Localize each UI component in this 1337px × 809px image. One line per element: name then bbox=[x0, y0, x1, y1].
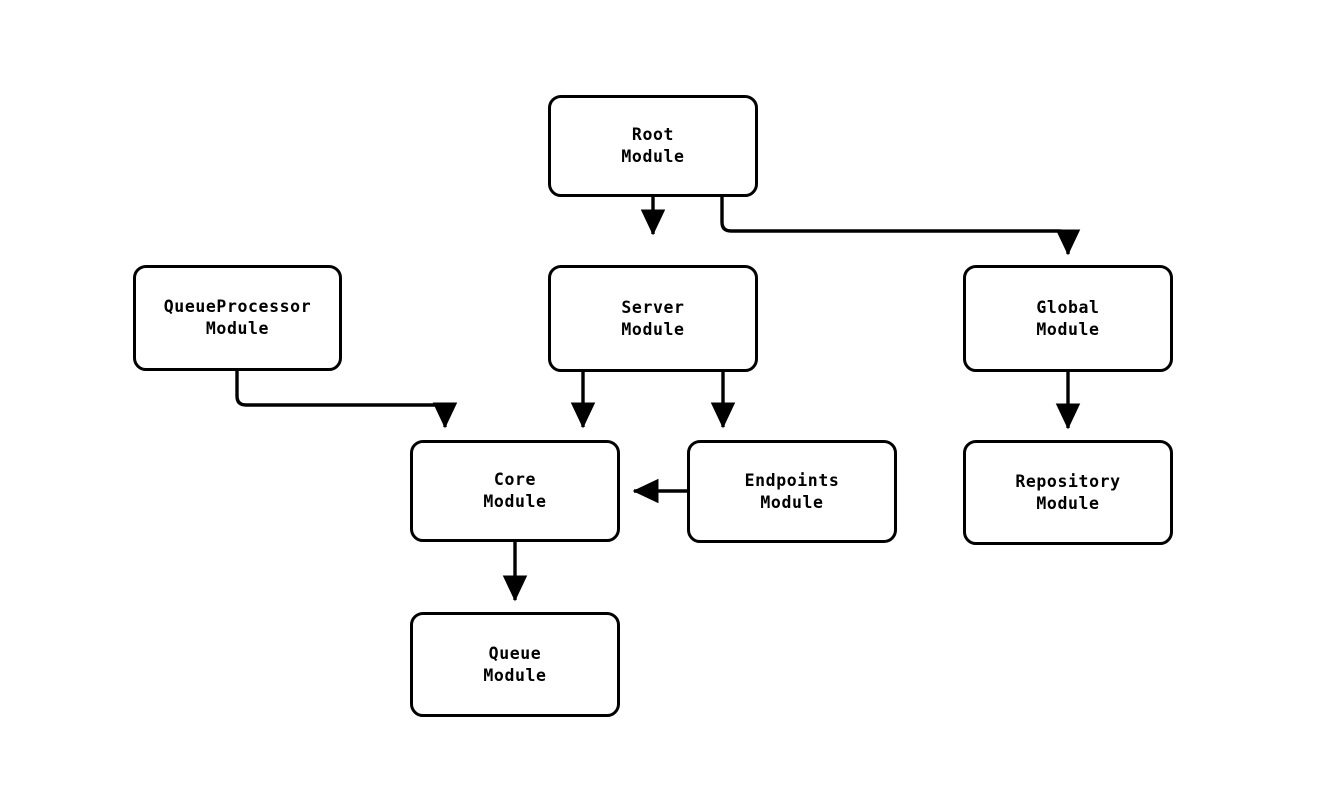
node-label-line2: Module bbox=[483, 665, 547, 685]
node-label-line1: Core bbox=[493, 470, 537, 489]
node-label-line2: Module bbox=[621, 147, 685, 166]
node-label-line2: Module bbox=[483, 492, 547, 511]
repository-module-node[interactable]: Repository Module bbox=[963, 440, 1173, 545]
queue-module-node[interactable]: Queue Module bbox=[410, 612, 620, 717]
global-module-node[interactable]: Global Module bbox=[963, 265, 1173, 372]
node-label-line1: Root bbox=[631, 125, 675, 144]
queueprocessor-module-node[interactable]: QueueProcessor Module bbox=[133, 265, 342, 371]
node-label-line2: Module bbox=[205, 319, 270, 338]
node-label-line2: Module bbox=[760, 492, 824, 512]
node-label-line2: Module bbox=[1036, 319, 1100, 339]
node-label-line1: Endpoints bbox=[744, 470, 840, 490]
server-module-node[interactable]: Server Module bbox=[548, 265, 758, 372]
core-module-node[interactable]: Core Module bbox=[410, 440, 620, 542]
edge-queueprocessor-to-core bbox=[235, 371, 458, 429]
edge-root-to-global bbox=[720, 197, 1081, 256]
node-label-line1: Queue bbox=[488, 643, 542, 663]
endpoints-module-node[interactable]: Endpoints Module bbox=[687, 440, 897, 543]
root-module-node[interactable]: Root Module bbox=[548, 95, 758, 197]
node-label-line2: Module bbox=[1036, 493, 1100, 513]
node-label-line1: Repository bbox=[1015, 471, 1121, 491]
node-label-line2: Module bbox=[621, 319, 685, 339]
node-label-line1: Server bbox=[621, 297, 685, 317]
node-label-line1: QueueProcessor bbox=[163, 297, 312, 316]
node-label-line1: Global bbox=[1036, 297, 1100, 317]
